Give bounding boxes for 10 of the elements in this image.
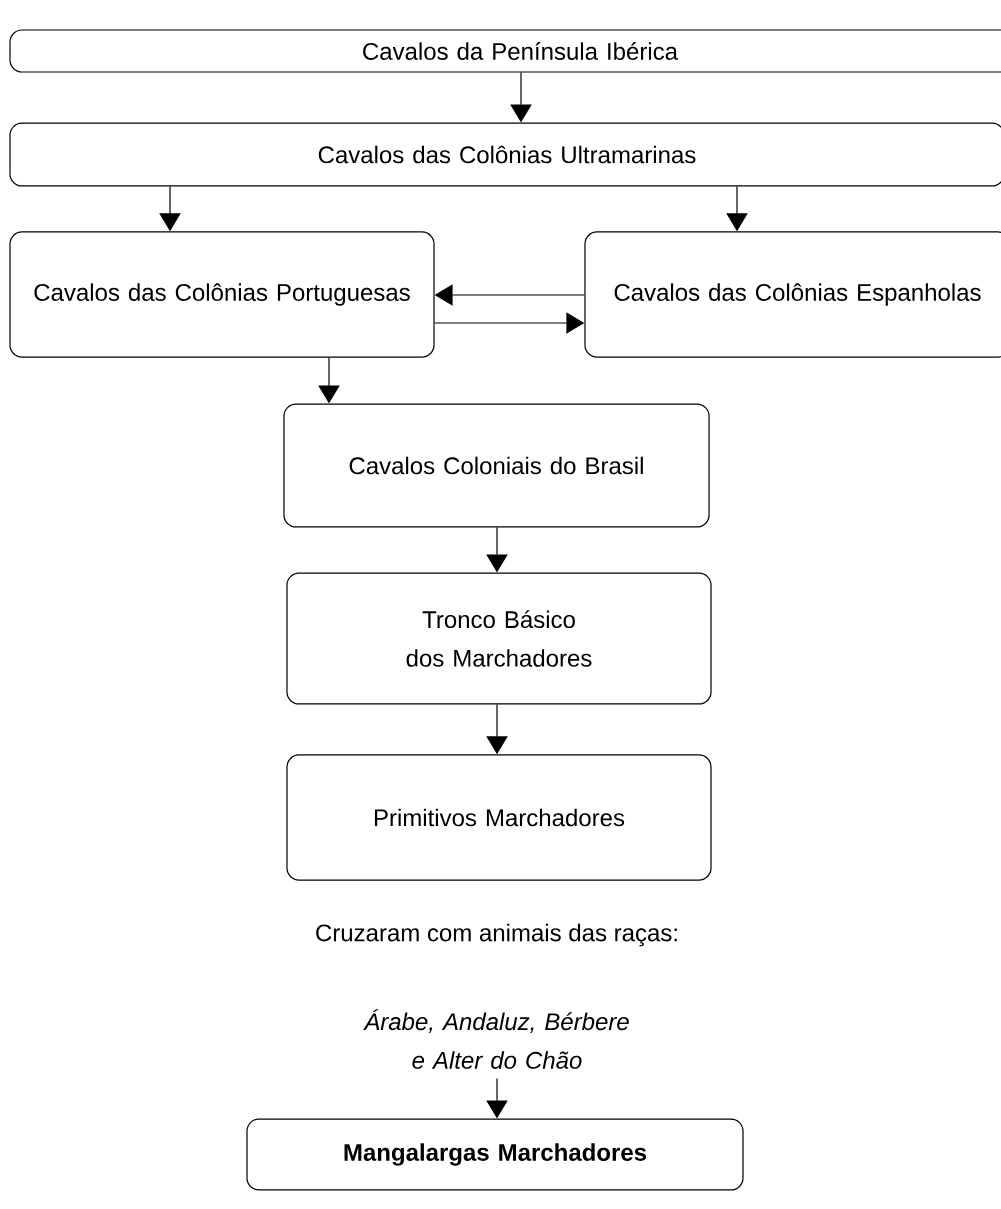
process-box: Cavalos das Colônias Ultramarinas	[9, 122, 1001, 187]
process-box: Cavalos das Colônias Espanholas	[584, 231, 1001, 358]
breed-list-text: Árabe, Andaluz, Bérbere e Alter do Chão	[363, 1009, 629, 1069]
process-box: Cavalos das Colônias Portuguesas	[9, 231, 435, 358]
process-box: Cavalos Coloniais do Brasil	[283, 403, 710, 528]
result-box: Mangalargas Marchadores	[246, 1118, 744, 1191]
process-box: Tronco Básico dos Marchadores	[286, 572, 712, 705]
title-box: Cavalos da Península Ibérica	[9, 29, 1001, 73]
process-box: Primitivos Marchadores	[286, 754, 712, 881]
note-text: Cruzaram com animais das raças:	[316, 923, 677, 947]
